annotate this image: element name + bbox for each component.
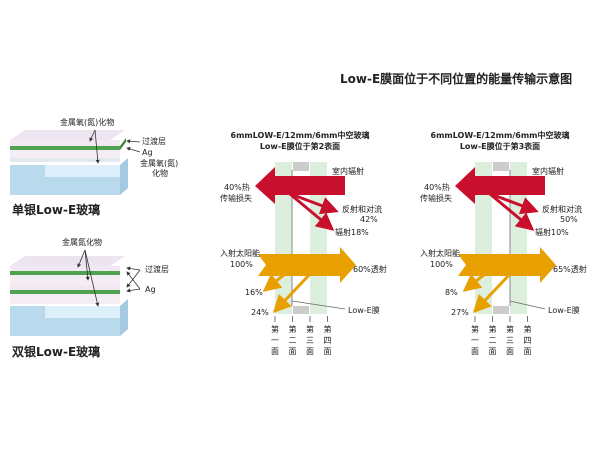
label-transmit: 65%透射 [553, 264, 587, 274]
reflect-arrow [279, 188, 339, 215]
label-ag: Ag [142, 148, 153, 157]
single-caption: 单银Low-E玻璃 [12, 202, 100, 217]
label-transition: 过渡层 [142, 136, 166, 146]
label-metal-oxide: 金属氧(氮)化物 [60, 117, 114, 127]
surface-label-4: 第四面 [523, 324, 532, 358]
label-reflect-1: 反射和对流 [542, 204, 582, 214]
surface-label-1: 第一面 [471, 324, 480, 358]
surface-label-1: 第一面 [271, 324, 280, 358]
single-silver-glass: 金属氧(氮)化物 过渡层 Ag 金属氧(氮) 化物 单银Low-E玻璃 [10, 117, 178, 217]
label-solar-1: 入射太阳能 [220, 248, 260, 258]
reflect-arrow-1 [462, 272, 486, 292]
spacer-top [493, 162, 509, 171]
label-indoor: 室内辐射 [332, 166, 364, 176]
label-transition: 过渡层 [145, 264, 169, 274]
radiation-arrow [489, 192, 535, 231]
label-metal-oxide-2a: 金属氧(氮) [140, 158, 178, 168]
solar-arrow [258, 247, 356, 283]
label-title-1: 6mmLOW-E/12mm/6mm中空玻璃 [231, 130, 370, 140]
label-heat-loss-2: 传输损失 [420, 193, 452, 203]
surface-label-3: 第三面 [506, 324, 515, 358]
label-radiation: 辐射10% [535, 227, 569, 237]
label-solar-1: 入射太阳能 [420, 248, 460, 258]
reflect-arrow-2 [272, 272, 312, 314]
low-e-pointer [291, 300, 346, 310]
low-e-pointer [509, 300, 546, 310]
spacer-bottom [293, 306, 309, 314]
label-r1: 8% [445, 288, 458, 297]
label-reflect-2: 42% [360, 215, 378, 224]
label-metal-oxide-2b: 化物 [152, 168, 168, 178]
label-title-2: Low-E膜位于第3表面 [460, 141, 540, 151]
label-radiation: 辐射18% [335, 227, 369, 237]
reflect-arrow [479, 188, 539, 215]
page-title: Low-E膜面位于不同位置的能量传输示意图 [340, 71, 572, 86]
reflect-arrow-2 [472, 272, 512, 314]
label-reflect-2: 50% [560, 215, 578, 224]
radiation-arrow [289, 192, 335, 231]
label-heat-loss-1: 40%热 [224, 182, 250, 192]
label-solar-2: 100% [430, 260, 453, 269]
reflect-arrow-1 [262, 272, 286, 292]
label-r2: 27% [451, 308, 469, 317]
label-lowe: Low-E膜 [548, 305, 580, 315]
label-ag: Ag [145, 285, 156, 294]
label-r1: 16% [245, 288, 263, 297]
label-solar-2: 100% [230, 260, 253, 269]
heat-loss-arrow [255, 167, 345, 204]
label-transmit: 60%透射 [353, 264, 387, 274]
label-title-1: 6mmLOW-E/12mm/6mm中空玻璃 [431, 130, 570, 140]
solar-arrow [458, 247, 556, 283]
label-r2: 24% [251, 308, 269, 317]
spacer-top [293, 162, 309, 171]
label-lowe: Low-E膜 [348, 305, 380, 315]
surface-label-3: 第三面 [306, 324, 315, 358]
surface-label-2: 第二面 [288, 324, 297, 358]
label-reflect-1: 反射和对流 [342, 204, 382, 214]
double-caption: 双银Low-E玻璃 [12, 344, 100, 359]
double-silver-glass: 金属氮化物 过渡层 Ag 双银Low-E玻璃 [10, 237, 169, 359]
label-heat-loss-1: 40%热 [424, 182, 450, 192]
spacer-bottom [493, 306, 509, 314]
surface-label-4: 第四面 [323, 324, 332, 358]
heat-loss-arrow [455, 167, 545, 204]
label-indoor: 室内辐射 [532, 166, 564, 176]
label-metal-nitride: 金属氮化物 [62, 237, 102, 247]
ag-layer [10, 146, 120, 150]
label-title-2: Low-E膜位于第2表面 [260, 141, 340, 151]
surface-label-2: 第二面 [488, 324, 497, 358]
label-heat-loss-2: 传输损失 [220, 193, 252, 203]
